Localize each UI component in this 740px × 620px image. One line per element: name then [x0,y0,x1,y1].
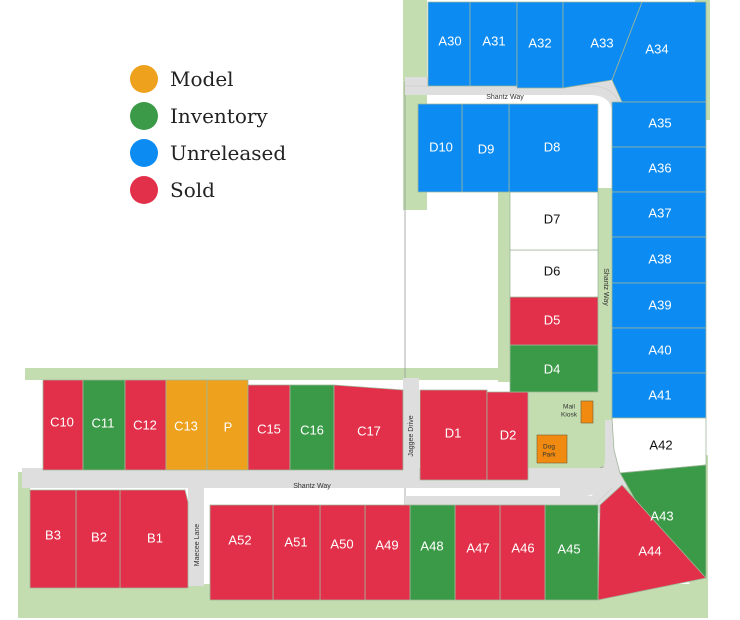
legend-item-inventory: Inventory [130,97,286,134]
lot-label-a52: A52 [228,532,251,547]
road-jagger-drive [403,378,419,478]
lot-d10[interactable] [417,103,463,193]
mail-kiosk-label: Kiosk [561,412,578,419]
lot-label-a32: A32 [528,35,551,50]
lot-label-c11: C11 [92,415,115,430]
legend: Model Inventory Unreleased Sold [130,60,286,208]
lot-label-a34: A34 [645,41,668,56]
lot-label-a39: A39 [648,297,671,312]
lot-label-a31: A31 [482,33,505,48]
lot-label-p: P [224,419,233,434]
grass-strip [18,472,30,594]
legend-swatch-unreleased [130,138,158,167]
street-label-jagger-drive: Jaggee Drive [408,415,415,456]
street-label-shantz-way: Shantz Way [486,94,524,101]
lot-a44[interactable] [597,484,707,601]
lot-label-c13: C13 [174,418,198,433]
legend-swatch-sold [130,175,158,204]
road-maecee-lane [188,486,204,586]
lot-label-d8: D8 [544,139,561,154]
grass-strip [498,192,510,382]
legend-item-sold: Sold [130,171,286,208]
mail-kiosk [580,400,594,424]
lot-label-a45: A45 [557,541,580,556]
lot-a49[interactable] [364,504,411,601]
lot-layer [29,1,707,601]
street-label-shantz-way: Shantz Way [293,483,331,490]
dog-park [536,434,568,464]
grass-strip [25,368,503,380]
lot-label-a51: A51 [284,534,307,549]
lot-label-a30: A30 [438,33,461,48]
lot-label-a42: A42 [649,437,672,452]
lot-label-d10: D10 [429,139,453,154]
lot-label-d9: D9 [478,141,495,156]
mail-kiosk-label: Mail [563,404,575,411]
dog-park-label: Dog [543,444,555,451]
lot-label-a47: A47 [466,540,489,555]
lot-label-a40: A40 [648,342,671,357]
street-label-maecee-lane: Maecee Lane [194,524,201,567]
lot-label-a35: A35 [648,115,671,130]
lot-label-a48: A48 [420,538,443,553]
lot-c17[interactable] [333,384,404,471]
lot-label-d2: D2 [500,427,517,442]
lot-label-d5: D5 [544,312,561,327]
lot-label-c16: C16 [300,422,324,437]
lot-label-c15: C15 [257,421,281,436]
legend-label-sold: Sold [170,177,215,202]
legend-swatch-model [130,64,158,93]
legend-item-model: Model [130,60,286,97]
lot-a52[interactable] [209,504,274,601]
lot-label-a38: A38 [648,251,671,266]
lot-label-a46: A46 [511,540,534,555]
lot-label-d7: D7 [544,211,561,226]
lot-label-a37: A37 [648,205,671,220]
lot-label-a49: A49 [375,537,398,552]
lot-label-a43: A43 [650,508,673,523]
lot-label-a41: A41 [648,387,671,402]
lot-label-c10: C10 [50,414,74,429]
lot-label-b2: B2 [91,529,107,544]
lot-label-d6: D6 [544,263,561,278]
lot-label-b1: B1 [147,530,163,545]
street-label-shantz-way: Shantz Way [602,268,609,306]
lot-label-a36: A36 [648,160,671,175]
lot-label-a44: A44 [638,543,661,558]
grass-strip [595,188,615,468]
lot-label-d1: D1 [445,425,462,440]
legend-label-unreleased: Unreleased [170,140,287,165]
label-layer: A30 A31 A32 A33 A34A35A36A37A38A39A40A41A42A… [45,33,674,566]
lot-label-d4: D4 [544,361,561,376]
grass-strip [405,100,415,210]
lot-a50[interactable] [319,504,366,601]
lot-b3[interactable] [29,489,77,589]
legend-label-model: Model [170,66,234,91]
lot-label-c12: C12 [133,417,157,432]
dog-park-label: Park [542,452,556,459]
legend-item-unreleased: Unreleased [130,134,286,171]
legend-label-inventory: Inventory [170,103,268,128]
lot-a51[interactable] [272,504,321,601]
legend-swatch-inventory [130,101,158,130]
amenity-layer [536,400,594,464]
lot-label-a50: A50 [330,536,353,551]
lot-label-c17: C17 [357,423,381,438]
lot-label-a33: A33 [590,35,613,50]
lot-label-b3: B3 [45,527,61,542]
